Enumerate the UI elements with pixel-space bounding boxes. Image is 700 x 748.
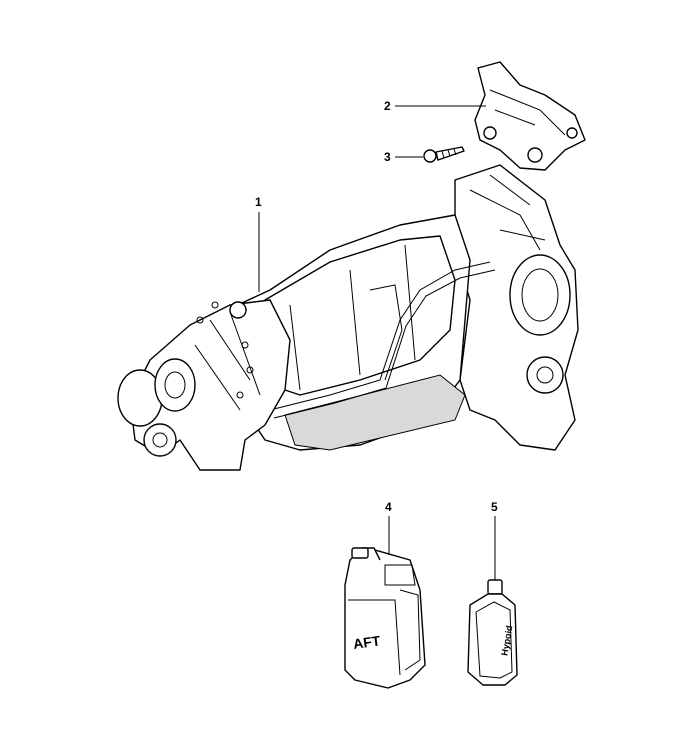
transmission — [117, 164, 579, 471]
callout-number: 2 — [384, 99, 391, 113]
atf-container-label: AFT — [352, 632, 382, 652]
callout-number: 4 — [385, 500, 392, 514]
bolt — [423, 146, 465, 163]
mounting-bracket — [474, 61, 586, 171]
callout-4: 4 — [385, 500, 392, 555]
callout-number: 1 — [255, 195, 262, 209]
hypoid-oil-bottle: Hypoid — [467, 579, 518, 686]
callout-5: 5 — [491, 500, 498, 580]
callout-number: 5 — [491, 500, 498, 514]
callout-number: 3 — [384, 150, 391, 164]
callout-2: 2 — [384, 99, 486, 113]
callout-1: 1 — [255, 195, 262, 292]
callout-3: 3 — [384, 150, 423, 164]
atf-container: AFT — [344, 547, 426, 689]
